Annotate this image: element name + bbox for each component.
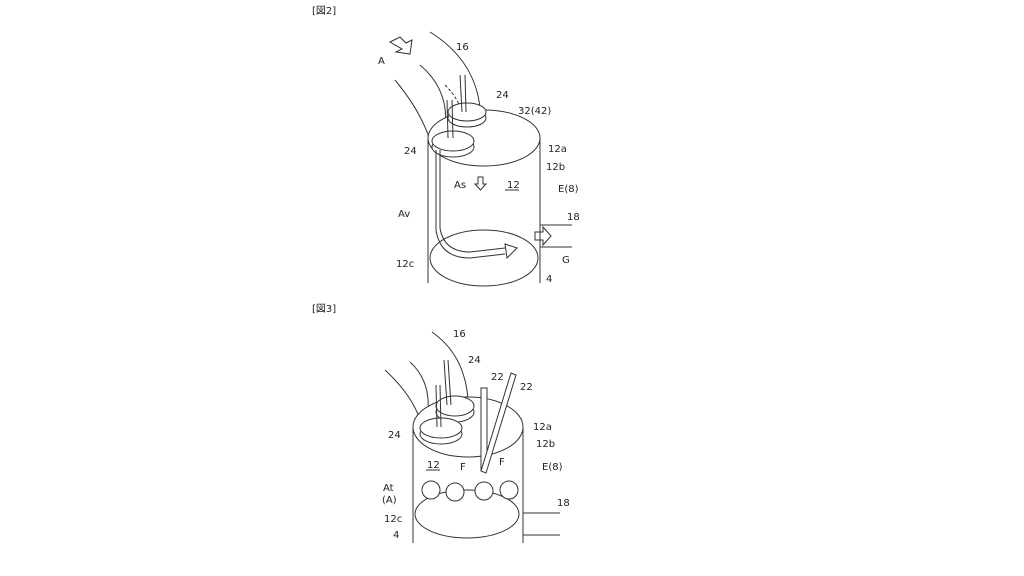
vortex-path [435, 150, 506, 259]
port-curve [409, 361, 429, 411]
intake-port-16 [431, 331, 469, 401]
label-24: 24 [468, 355, 481, 366]
label-24: 24 [496, 90, 509, 101]
label-E8: E(8) [542, 462, 563, 473]
label-16: 16 [456, 42, 469, 53]
vortex-path [439, 150, 506, 253]
figure-2-title: [図2] [312, 5, 336, 17]
figure-2: [図2] 16 A 24 32(42) 24 12a 12b As 12 [312, 5, 580, 287]
label-12a: 12a [548, 144, 567, 155]
intake-port-16 [429, 31, 481, 109]
label-12b: 12b [546, 162, 565, 173]
label-As: As [454, 180, 466, 191]
figure-3-title: [図3] [312, 303, 336, 315]
valve-stem [464, 74, 467, 113]
valve-stem [451, 99, 454, 139]
valve-stem [446, 99, 449, 139]
label-24: 24 [404, 146, 417, 157]
label-F: F [460, 462, 466, 473]
valve-stem [439, 384, 442, 428]
label-At: At [383, 483, 394, 494]
label-18: 18 [567, 212, 580, 223]
label-A: (A) [382, 495, 397, 506]
label-12a: 12a [533, 422, 552, 433]
label-12: 12 [507, 180, 520, 191]
gas-arrow-icon [534, 225, 552, 247]
valve-stem [459, 74, 463, 113]
figure-3: [図3] 16 24 22 22 24 12a 12b 12 F F E [312, 303, 570, 543]
label-Av: Av [398, 209, 410, 220]
label-18: 18 [557, 498, 570, 509]
tumble-ring-icon [474, 481, 494, 501]
tumble-ring-icon [445, 482, 465, 502]
valve-stem [447, 359, 452, 406]
label-E8: E(8) [558, 184, 579, 195]
cylinder-bottom [414, 489, 520, 539]
port-curve [384, 369, 421, 421]
label-12c: 12c [384, 514, 402, 525]
valve-stem [443, 359, 448, 406]
label-F: F [499, 457, 505, 468]
tumble-ring-icon [499, 480, 519, 500]
tumble-ring-icon [421, 480, 441, 500]
label-12: 12 [427, 460, 440, 471]
label-12b: 12b [536, 439, 555, 450]
label-4: 4 [393, 530, 399, 541]
label-22: 22 [491, 372, 504, 383]
label-16: 16 [453, 329, 466, 340]
label-32-42: 32(42) [518, 106, 551, 117]
label-24: 24 [388, 430, 401, 441]
swirl-down-arrow-icon [473, 176, 488, 191]
label-22: 22 [520, 382, 533, 393]
label-G: G [562, 255, 570, 266]
valve-stem [435, 384, 438, 428]
valve-upper-face [447, 102, 487, 122]
inflow-arrow-icon [388, 36, 413, 55]
injector-22 [480, 372, 517, 474]
label-A: A [378, 56, 385, 67]
port-curve [394, 79, 431, 141]
valve-upper-face [435, 395, 475, 417]
label-12c: 12c [396, 259, 414, 270]
cylinder-bottom [429, 229, 539, 287]
label-4: 4 [546, 274, 552, 285]
vortex-arrow-icon [504, 243, 518, 260]
